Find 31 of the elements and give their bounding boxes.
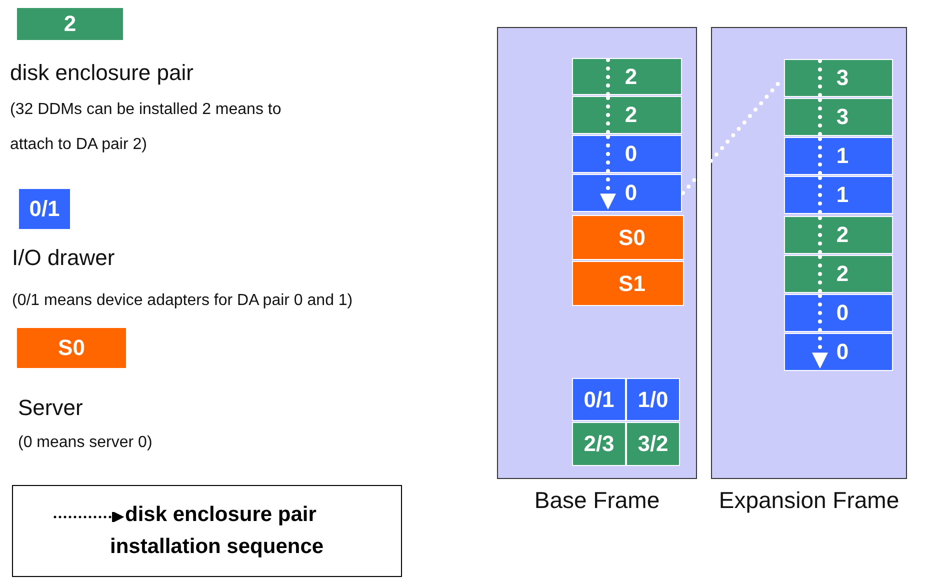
node-description: (0 means server 0) — [18, 433, 154, 453]
node-description: (32 DDMs can be installed 2 means to attach to DA pair 2) — [10, 100, 282, 155]
server-block: S0 — [572, 215, 684, 260]
disk-enclosure-block: 2 — [572, 58, 682, 95]
disk-enclosure-block: 2 — [784, 216, 893, 254]
io-drawer-block: 0 — [784, 333, 893, 371]
disk-enclosure-block: 3 — [784, 59, 893, 97]
io-drawer-block: 0/1 — [572, 378, 626, 421]
io-drawer-block: 1/0 — [626, 378, 680, 421]
legend-disk-enclosure-block: 2 — [16, 7, 124, 41]
node-description: (0/1 means device adapters for DA pair 0 and 1) — [12, 291, 354, 311]
node-label: I/O drawer — [12, 245, 115, 271]
disk-enclosure-block: 2/3 — [572, 422, 626, 466]
disk-enclosure-block: 2 — [784, 255, 893, 293]
frame-label: Expansion Frame — [718, 487, 900, 514]
dotted-arrow — [600, 135, 616, 210]
disk-enclosure-block: 3 — [784, 98, 893, 136]
io-drawer-block: 1 — [784, 176, 893, 214]
disk-enclosure-block: 2 — [572, 96, 682, 134]
io-drawer-block: 1 — [784, 137, 893, 175]
node-label: disk enclosure pair — [10, 60, 194, 86]
legend-server-block: S0 — [16, 327, 127, 369]
io-drawer-block: 0 — [572, 174, 682, 212]
legend-label: disk enclosure pair installation sequence — [110, 502, 325, 560]
legend-io-drawer-block: 0/1 — [18, 188, 71, 230]
server-block: S1 — [572, 261, 684, 306]
dotted-arrow — [812, 294, 828, 369]
io-drawer-block: 0 — [784, 294, 893, 332]
disk-enclosure-block: 3/2 — [626, 422, 680, 466]
node-label: Server — [18, 395, 83, 421]
io-drawer-block: 0 — [572, 135, 682, 173]
